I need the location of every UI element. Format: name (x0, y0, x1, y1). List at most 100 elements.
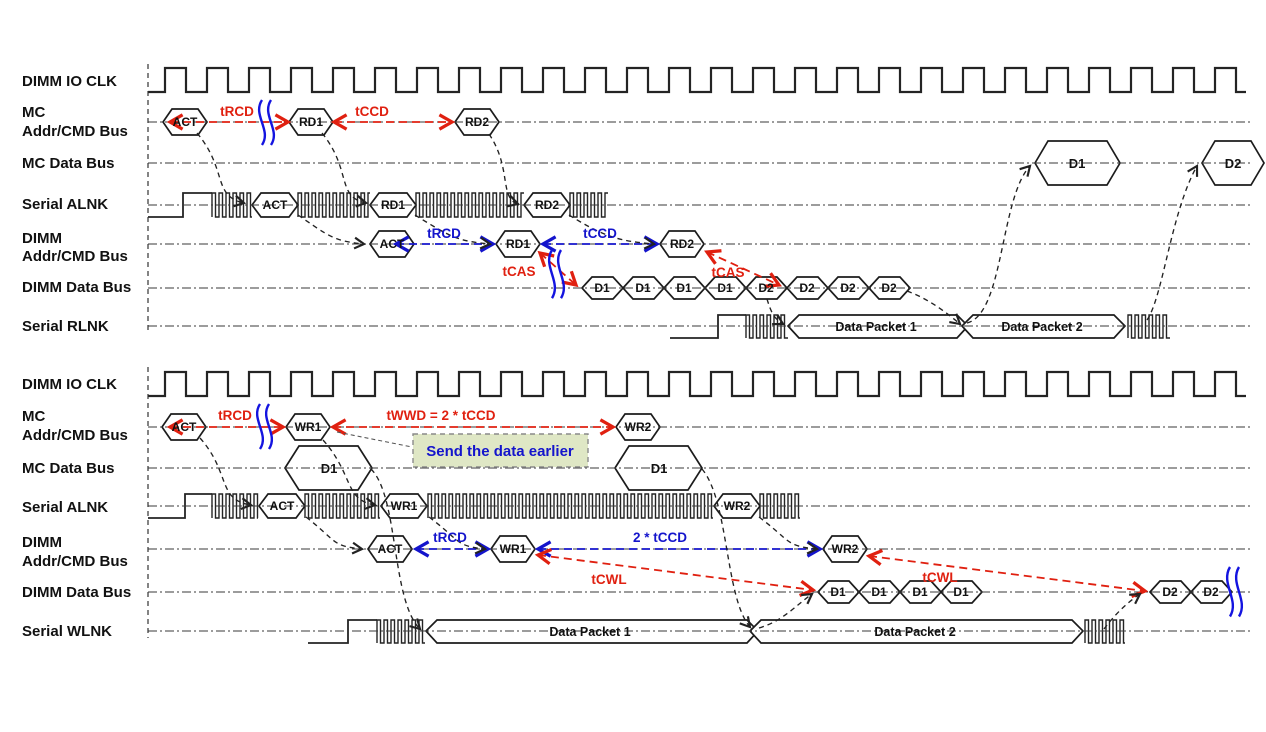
tcas-label: tCAS (712, 265, 745, 280)
flight-arrow (305, 516, 365, 555)
write-diagram: Send the data earlier DIMM IO CLK MC Add… (22, 367, 1252, 644)
flight-arrow (568, 214, 657, 250)
packet-label: Data Packet 2 (1001, 320, 1082, 334)
row-label-dimm2: Addr/CMD Bus (22, 248, 128, 265)
flight-arrow (370, 468, 422, 631)
row-label-mc: MC (22, 408, 45, 425)
note-connector (336, 431, 413, 448)
row-label-rlnk: Serial RLNK (22, 318, 109, 335)
data-label: D2 (799, 281, 815, 295)
flight-arrow (488, 133, 521, 208)
break-mark-icon (547, 248, 566, 300)
note-box (412, 433, 589, 468)
data-label: D1 (953, 585, 969, 599)
tccd-label: tCCD (355, 104, 389, 119)
row-label-mcdata: MC Data Bus (22, 460, 115, 477)
trcd-label: tRCD (220, 104, 254, 119)
mcdata-label: D1 (321, 461, 338, 476)
burst-wave (297, 192, 370, 218)
alnk-label: RD1 (381, 198, 405, 212)
burst-wave (415, 192, 524, 218)
dimm-cmd-label: RD2 (670, 237, 694, 251)
mcdata-label: D1 (651, 461, 668, 476)
row-label-dimm2: Addr/CMD Bus (22, 553, 128, 570)
cmd-label: ACT (172, 420, 197, 434)
row-label-mc: MC (22, 104, 45, 121)
mcdata-label: D1 (1069, 156, 1086, 171)
data-label: D1 (912, 585, 928, 599)
data-label: D2 (758, 281, 774, 295)
tcwl-label: tCWL (922, 570, 957, 585)
dimm-cmd-label: RD1 (506, 237, 530, 251)
row-label-wlnk: Serial WLNK (22, 623, 112, 640)
tcas2-arrow (704, 249, 782, 288)
tcwl-label: tCWL (591, 572, 626, 587)
flight-arrow (758, 592, 814, 629)
trcd-dimm-label: tRCD (427, 226, 461, 241)
trcd-dimm-label: tRCD (433, 530, 467, 545)
flight-arrow (322, 439, 378, 510)
flight-arrow (758, 516, 820, 555)
packet-label: Data Packet 2 (874, 625, 955, 639)
data-label: D1 (717, 281, 733, 295)
note-text: Send the data earlier (426, 443, 574, 460)
data-label: D1 (676, 281, 692, 295)
burst-wave (1127, 314, 1170, 339)
row-label-clk: DIMM IO CLK (22, 376, 117, 393)
flight-arrow (196, 132, 247, 208)
tccd2-label: 2 * tCCD (633, 530, 687, 545)
dimm-cmd-label: WR1 (500, 542, 527, 556)
data-label: D1 (635, 281, 651, 295)
flight-arrow (906, 290, 962, 326)
row-label-alnk: Serial ALNK (22, 499, 108, 516)
burst-wave (1084, 619, 1125, 644)
packet-label: Data Packet 1 (835, 320, 916, 334)
burst-wave (759, 493, 800, 519)
row-label-mc2: Addr/CMD Bus (22, 123, 128, 140)
row-label-dimm: DIMM (22, 534, 62, 551)
data-label: D2 (1162, 585, 1178, 599)
flight-arrow (766, 298, 785, 326)
alnk-label: WR2 (724, 499, 751, 513)
cmd-label: ACT (173, 115, 198, 129)
flight-arrow (1103, 592, 1142, 630)
flight-arrow (321, 132, 369, 208)
burst-wave (211, 493, 259, 519)
dimm-cmd-label: WR2 (832, 542, 859, 556)
flight-arrow (414, 214, 493, 250)
data-label: D2 (881, 281, 897, 295)
twwd-label: tWWD = 2 * tCCD (386, 408, 495, 423)
burst-wave (569, 192, 608, 218)
data-label: D2 (1203, 585, 1219, 599)
alnk-label: WR1 (391, 499, 418, 513)
cmd-label: WR1 (295, 420, 322, 434)
clock-wave (148, 66, 1246, 94)
row-label-alnk: Serial ALNK (22, 196, 108, 213)
burst-wave (376, 619, 425, 644)
tcas1-arrow (537, 250, 579, 288)
mcdata-label: D2 (1225, 156, 1242, 171)
read-diagram: DIMM IO CLK MC Addr/CMD Bus MC Data Bus … (22, 64, 1265, 339)
cmd-label: RD1 (299, 115, 323, 129)
cmd-label: RD2 (465, 115, 489, 129)
alnk-label: RD2 (535, 198, 559, 212)
row-label-dimmdata: DIMM Data Bus (22, 584, 131, 601)
burst-wave (211, 192, 252, 218)
row-label-clk: DIMM IO CLK (22, 73, 117, 90)
row-label-mcdata: MC Data Bus (22, 155, 115, 172)
data-label: D1 (830, 585, 846, 599)
flight-arrow (428, 516, 488, 555)
trcd-label: tRCD (218, 408, 252, 423)
break-mark-icon (1225, 565, 1244, 618)
tcas-label: tCAS (503, 264, 536, 279)
row-label-mc2: Addr/CMD Bus (22, 427, 128, 444)
tcwl2-arrow (865, 548, 1149, 599)
data-label: D1 (594, 281, 610, 295)
tccd-dimm-label: tCCD (583, 226, 617, 241)
row-label-dimmdata: DIMM Data Bus (22, 279, 131, 296)
data-label: D1 (871, 585, 887, 599)
flight-arrow (701, 468, 752, 629)
flight-arrow (966, 164, 1032, 324)
